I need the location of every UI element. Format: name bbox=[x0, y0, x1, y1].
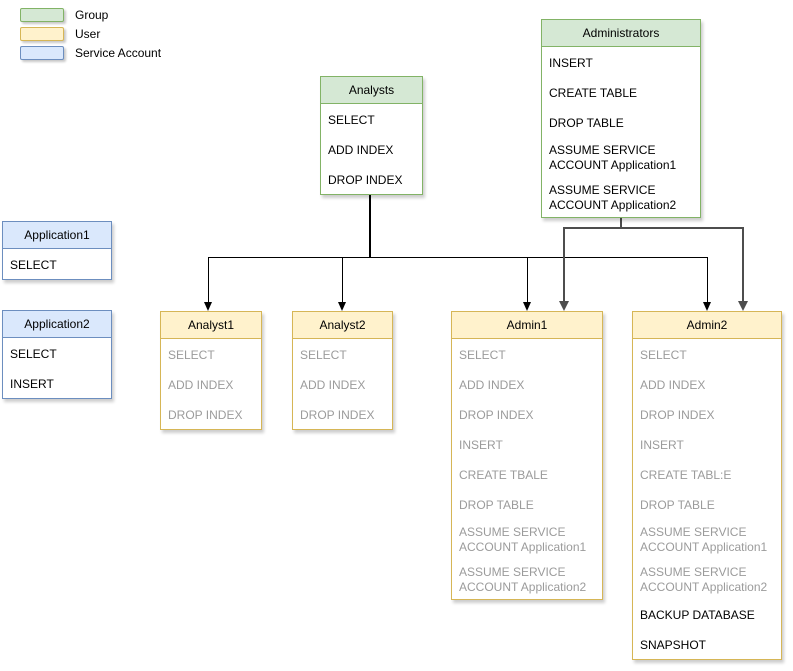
node-admin2-permissions: SELECT ADD INDEX DROP INDEX INSERT CREATE TA… bbox=[633, 339, 781, 659]
permission-item: ADD INDEX bbox=[328, 143, 394, 157]
permission-item: ADD INDEX bbox=[168, 378, 234, 392]
node-application2-title: Application2 bbox=[3, 311, 111, 338]
node-admin2-title: Admin2 bbox=[633, 312, 781, 339]
permission-item: DROP TABLE bbox=[459, 498, 534, 512]
permission-item: ADD INDEX bbox=[459, 378, 525, 392]
permission-item: DROP INDEX bbox=[459, 408, 534, 422]
permission-item: DROP INDEX bbox=[328, 173, 403, 187]
permission-item: ASSUME SERVICE ACCOUNT Application2 bbox=[549, 183, 677, 212]
permission-item: INSERT bbox=[10, 377, 54, 391]
connector-analysts-drop-analyst1 bbox=[208, 257, 209, 302]
node-analyst1-title: Analyst1 bbox=[161, 312, 261, 339]
arrowhead-analysts-to-analyst2 bbox=[338, 302, 346, 311]
arrowhead-administrators-to-admin1 bbox=[559, 301, 569, 311]
permission-item: ADD INDEX bbox=[640, 378, 706, 392]
node-admin1[interactable]: Admin1 SELECT ADD INDEX DROP INDEX INSERT CR… bbox=[451, 311, 603, 600]
permission-item: ASSUME SERVICE ACCOUNT Application1 bbox=[459, 525, 587, 554]
permission-item: CREATE TABL:E bbox=[640, 468, 732, 482]
arrowhead-analysts-to-admin2 bbox=[703, 302, 711, 311]
node-analyst2-title: Analyst2 bbox=[293, 312, 392, 339]
permission-item: CREATE TABLE bbox=[549, 86, 638, 100]
permission-item: DROP INDEX bbox=[168, 408, 243, 422]
permission-item: INSERT bbox=[640, 438, 684, 452]
node-analyst2[interactable]: Analyst2 SELECT ADD INDEX DROP INDEX bbox=[292, 311, 393, 430]
connector-analysts-trunk bbox=[369, 193, 371, 257]
permission-item: ASSUME SERVICE ACCOUNT Application1 bbox=[549, 143, 677, 172]
node-analyst1-permissions: SELECT ADD INDEX DROP INDEX bbox=[161, 339, 261, 429]
permission-item: DROP INDEX bbox=[300, 408, 375, 422]
permission-item: DROP TABLE bbox=[549, 116, 624, 130]
permission-item: SELECT bbox=[328, 113, 375, 127]
node-analysts[interactable]: Analysts SELECT ADD INDEX DROP INDEX bbox=[320, 76, 423, 195]
connector-administrators-bus bbox=[563, 227, 744, 229]
legend-swatch-group bbox=[20, 8, 64, 22]
permission-item: DROP TABLE bbox=[640, 498, 715, 512]
arrowhead-administrators-to-admin2 bbox=[738, 301, 748, 311]
permission-item: DROP INDEX bbox=[640, 408, 715, 422]
permission-item: SELECT bbox=[168, 348, 215, 362]
node-analyst2-permissions: SELECT ADD INDEX DROP INDEX bbox=[293, 339, 392, 429]
legend-item-user: User bbox=[20, 27, 100, 41]
node-analysts-permissions: SELECT ADD INDEX DROP INDEX bbox=[321, 104, 422, 194]
connector-analysts-drop-analyst2 bbox=[342, 257, 343, 302]
permission-item: CREATE TBALE bbox=[459, 468, 548, 482]
node-admin1-title: Admin1 bbox=[452, 312, 602, 339]
legend-label-user: User bbox=[75, 27, 101, 41]
legend-label-group: Group bbox=[75, 8, 109, 22]
connector-analysts-drop-admin2 bbox=[707, 257, 708, 302]
permission-item: SELECT bbox=[459, 348, 506, 362]
legend-label-service-account: Service Account bbox=[75, 46, 162, 60]
legend-item-service-account: Service Account bbox=[20, 46, 161, 60]
arrowhead-analysts-to-admin1 bbox=[523, 302, 531, 311]
node-application2-permissions: SELECT INSERT bbox=[3, 338, 111, 398]
node-application1-permissions: SELECT bbox=[3, 249, 111, 279]
connector-administrators-drop-admin1 bbox=[563, 227, 565, 302]
connector-administrators-stub bbox=[620, 216, 622, 228]
permission-item: SELECT bbox=[640, 348, 687, 362]
permission-item: ASSUME SERVICE ACCOUNT Application2 bbox=[640, 565, 768, 594]
legend-swatch-service-account bbox=[20, 46, 64, 60]
node-administrators-title: Administrators bbox=[542, 20, 700, 47]
permission-item: SNAPSHOT bbox=[640, 638, 707, 652]
node-application2[interactable]: Application2 SELECT INSERT bbox=[2, 310, 112, 399]
connector-analysts-drop-admin1 bbox=[527, 257, 528, 302]
node-administrators[interactable]: Administrators INSERT CREATE TABLE DROP TA… bbox=[541, 19, 701, 218]
node-admin2[interactable]: Admin2 SELECT ADD INDEX DROP INDEX INSERT CR… bbox=[632, 311, 782, 660]
permission-item: SELECT bbox=[300, 348, 347, 362]
node-administrators-permissions: INSERT CREATE TABLE DROP TABLE ASSUME SERVI… bbox=[542, 47, 700, 217]
permission-item: SELECT bbox=[10, 258, 57, 272]
arrowhead-analysts-to-analyst1 bbox=[204, 302, 212, 311]
node-admin1-permissions: SELECT ADD INDEX DROP INDEX INSERT CREATE TB… bbox=[452, 339, 602, 599]
permission-item: BACKUP DATABASE bbox=[640, 608, 755, 622]
connector-analysts-bus bbox=[208, 257, 708, 258]
node-application1[interactable]: Application1 SELECT bbox=[2, 221, 112, 280]
permission-item: ADD INDEX bbox=[300, 378, 366, 392]
permission-item: ASSUME SERVICE ACCOUNT Application1 bbox=[640, 525, 768, 554]
permission-item: INSERT bbox=[459, 438, 503, 452]
node-analyst1[interactable]: Analyst1 SELECT ADD INDEX DROP INDEX bbox=[160, 311, 262, 430]
permission-item: INSERT bbox=[549, 56, 593, 70]
node-analysts-title: Analysts bbox=[321, 77, 422, 104]
connector-administrators-drop-admin2 bbox=[742, 227, 744, 302]
permission-item: SELECT bbox=[10, 347, 57, 361]
node-application1-title: Application1 bbox=[3, 222, 111, 249]
permission-item: ASSUME SERVICE ACCOUNT Application2 bbox=[459, 565, 587, 594]
legend-item-group: Group bbox=[20, 8, 108, 22]
legend-swatch-user bbox=[20, 27, 64, 41]
